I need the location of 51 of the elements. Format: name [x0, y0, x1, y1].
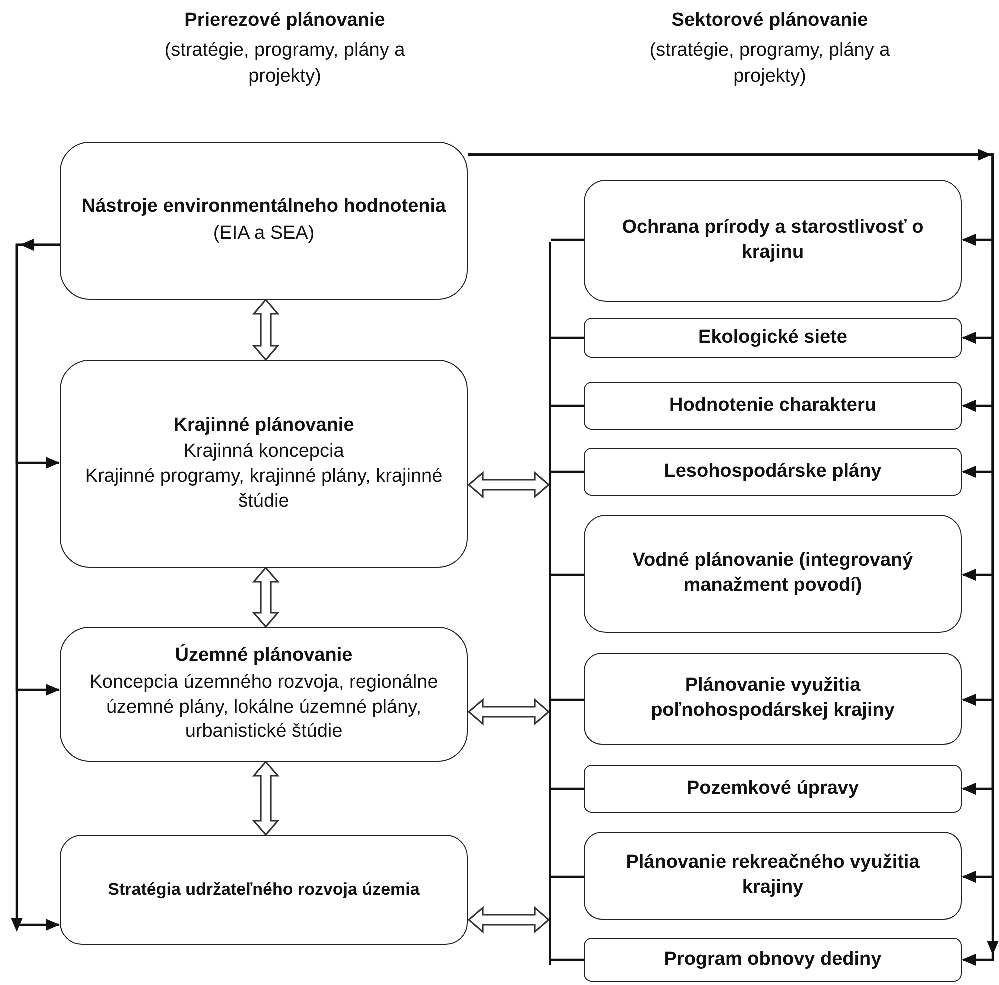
- arrow: [16, 244, 60, 931]
- bracket-tick: [551, 698, 584, 702]
- sector-box: [584, 653, 962, 745]
- planning-box: [60, 835, 468, 945]
- double-arrow: [468, 906, 550, 934]
- double-arrow: [468, 698, 550, 726]
- box-title: Vodné plánovanie (integrovaný manažment povodí): [632, 549, 914, 598]
- box-title: Hodnotenie charakteru: [670, 394, 876, 418]
- box-text: (EIA a SEA): [213, 222, 315, 246]
- box-title: Pozemkové úpravy: [686, 776, 860, 801]
- bracket-tick: [551, 336, 584, 340]
- planning-box: [60, 627, 468, 762]
- bracket-tick: [551, 788, 584, 790]
- box-title: Ekologické siete: [698, 326, 848, 350]
- column-subheading: (stratégie, programy, plány a projekty): [164, 39, 406, 89]
- box-title: Plánovanie využitia poľnohospodárskej krajiny: [650, 674, 896, 723]
- column-heading: Prierezové plánovanie: [184, 9, 386, 33]
- sector-box: [584, 318, 962, 358]
- bracket-tick: [551, 958, 584, 962]
- bracket-line: [549, 242, 552, 965]
- planning-box: [60, 142, 468, 300]
- sector-box: [584, 180, 962, 302]
- column-subheading: (stratégie, programy, plány a projekty): [648, 39, 892, 89]
- column-heading: Sektorové plánovanie: [670, 9, 870, 33]
- bracket-tick: [551, 404, 584, 408]
- double-arrow: [252, 298, 280, 362]
- box-text: Koncepcia územného rozvoja, regionálne územné plány, lokálne územné plány, urbanistické štúdie: [88, 670, 440, 744]
- bracket-tick: [551, 574, 584, 576]
- box-text: Krajinné programy, krajinné plány, krajinné štúdie: [84, 465, 444, 514]
- planning-box: [60, 360, 468, 568]
- box-text: Krajinná koncepcia: [184, 440, 344, 464]
- box-title: Nástroje environmentálneho hodnotenia: [82, 195, 446, 220]
- box-title: Plánovanie rekreačného využitia krajiny: [625, 851, 921, 900]
- sector-box: [584, 938, 962, 982]
- bracket-tick: [551, 470, 584, 474]
- box-title: Lesohospodárske plány: [664, 460, 882, 484]
- double-arrow: [468, 471, 550, 499]
- box-title: Program obnovy dediny: [664, 948, 882, 972]
- sector-box: [584, 448, 962, 496]
- sector-box: [584, 832, 962, 920]
- double-arrow: [252, 760, 280, 836]
- bracket-tick: [551, 876, 584, 878]
- sector-box: [584, 515, 962, 633]
- box-title: Stratégia udržateľného rozvoja územia: [108, 878, 420, 901]
- box-title: Územné plánovanie: [175, 644, 353, 668]
- box-title: Ochrana prírody a starostlivosť o krajinu: [621, 216, 925, 265]
- bracket-tick: [551, 238, 584, 242]
- sector-box: [584, 765, 962, 813]
- sector-box: [584, 382, 962, 430]
- box-title: Krajinné plánovanie: [174, 414, 354, 438]
- double-arrow: [252, 566, 280, 628]
